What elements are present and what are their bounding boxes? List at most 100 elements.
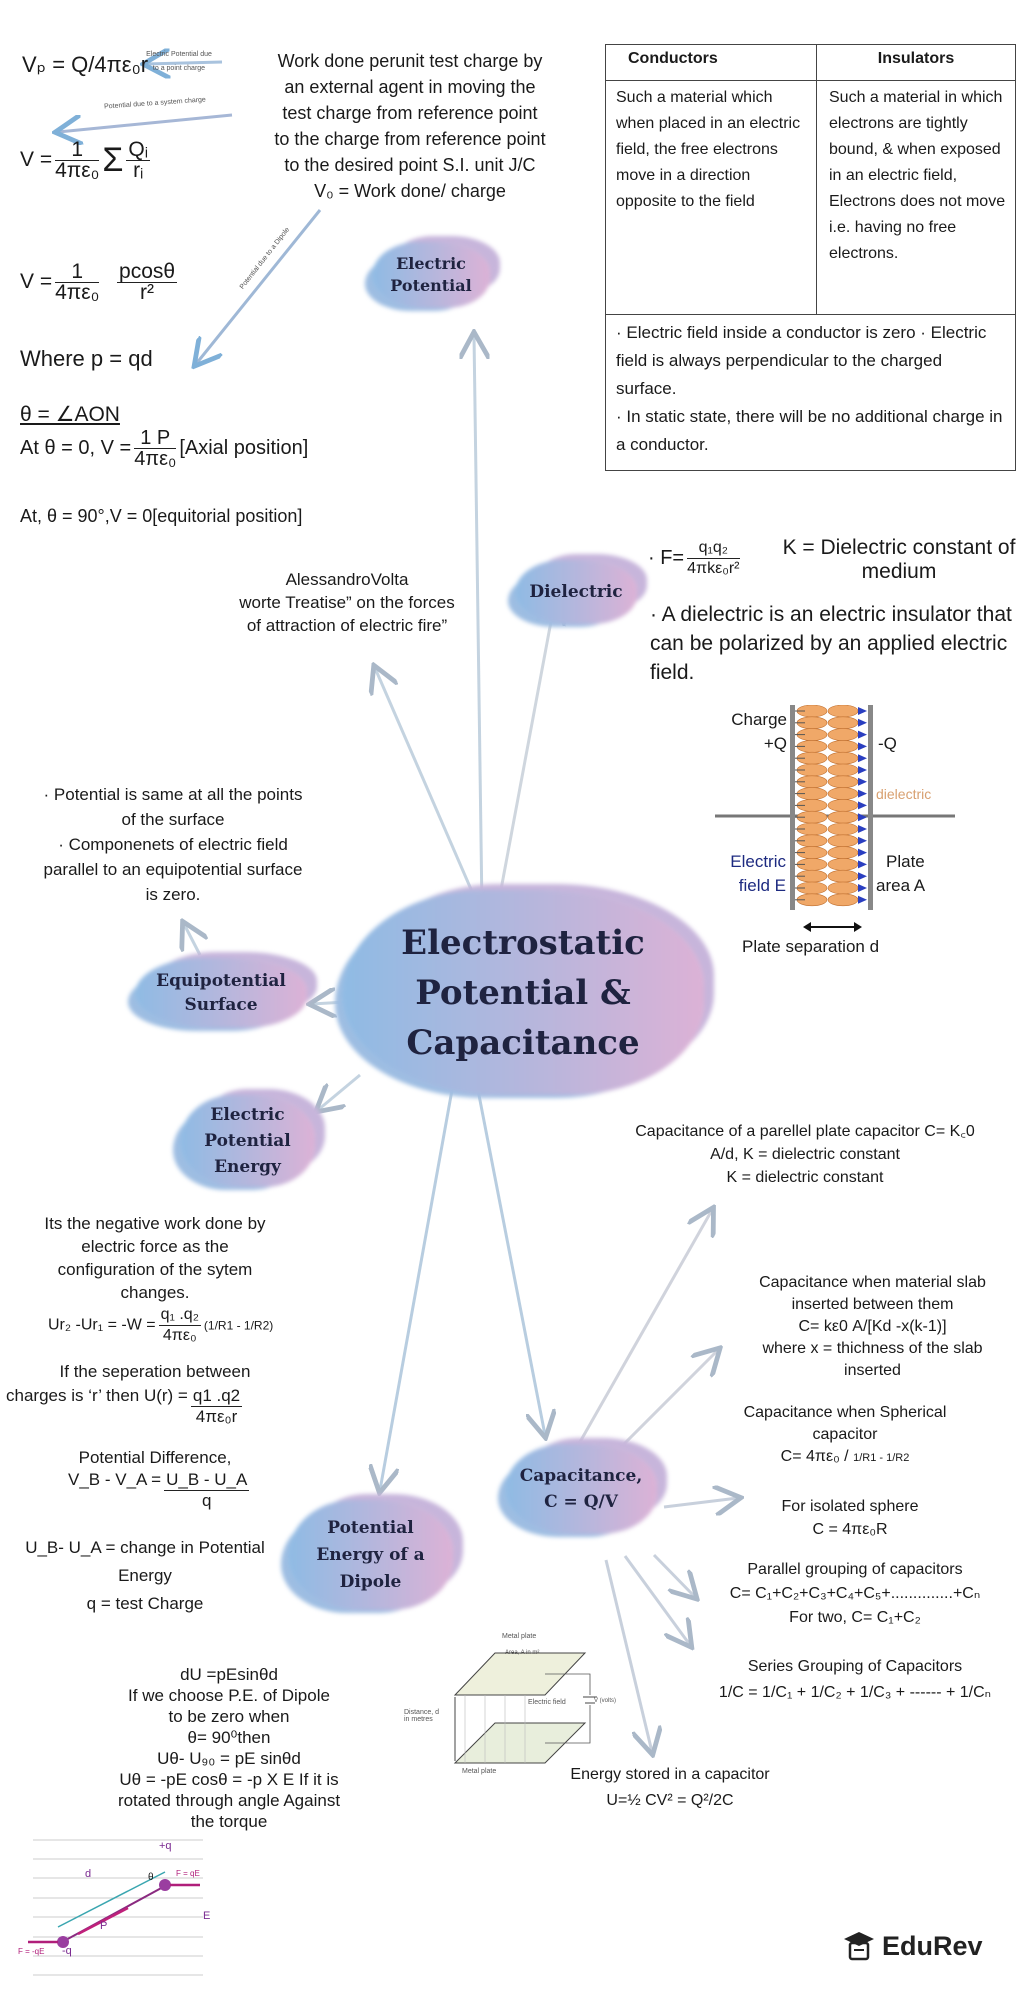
plates-top-label: Metal plate <box>502 1633 537 1640</box>
separation-line: If the seperation between <box>59 1362 251 1381</box>
dielectric-dipole <box>827 893 859 907</box>
field-arrow <box>858 777 867 786</box>
capacitance-node[interactable]: Capacitance,C = Q/V <box>505 1444 657 1534</box>
field-arrow <box>858 836 867 845</box>
arrow-to-parallel-group <box>652 1553 695 1597</box>
dielectric-dipole <box>827 822 859 836</box>
dipole-p: P <box>100 1920 108 1932</box>
field-arrow <box>858 801 867 810</box>
dielectric-definition: · A dielectric is an electric insulator … <box>650 603 1012 684</box>
field-arrow <box>858 789 867 798</box>
field-arrow <box>858 848 867 857</box>
dipole-minus-q: -q <box>62 1945 72 1957</box>
field-arrow <box>858 895 867 904</box>
diagram-minus-q: -Q <box>878 734 897 753</box>
dipole-f-plus: F = qE <box>176 1869 200 1878</box>
diagram-charge: Charge <box>731 710 787 729</box>
conductors-cell: Such a material which when placed in an … <box>605 80 817 315</box>
field-arrow <box>858 813 867 822</box>
plates-distance-label: Distance, d in metres <box>404 1709 440 1723</box>
dipole-e: E <box>203 1910 211 1922</box>
dipole-plus-q: +q <box>159 1840 172 1852</box>
dielectric-dipole <box>827 881 859 895</box>
dipole-d: d <box>85 1868 92 1880</box>
potential-difference-label: Potential Difference, <box>78 1448 232 1467</box>
parallel-plates-diagram <box>453 1652 597 1764</box>
arrow-to-capacitance <box>476 1089 545 1435</box>
diagram-plus-q: +Q <box>763 734 787 753</box>
theta-definition: θ = ∠AON <box>20 403 120 426</box>
field-arrow <box>858 766 867 774</box>
diagram-electric: Electric <box>730 852 786 871</box>
dipole-in-field-diagram <box>28 1839 203 1976</box>
dielectric-dipole <box>827 799 859 812</box>
potential-energy-node[interactable]: Electric Potential Energy <box>180 1095 315 1187</box>
dielectric-dipole <box>827 763 859 777</box>
diagram-separation: Plate separation d <box>742 937 880 956</box>
diagram-area: area A <box>876 876 926 895</box>
field-arrow <box>858 825 867 833</box>
field-arrow <box>858 884 867 892</box>
arrow-point-charge <box>146 62 223 64</box>
dielectric-capacitor-diagram <box>715 705 955 932</box>
dipole-f-minus: F = -qE <box>18 1947 45 1956</box>
dielectric-node[interactable]: Dielectric <box>515 560 637 624</box>
arrow-to-slab <box>622 1350 718 1446</box>
electric-potential-node[interactable]: Electric Potential <box>372 242 490 308</box>
dielectric-constant-definition: K = Dielectric constant of medium <box>782 536 1016 583</box>
field-arrow <box>858 860 867 869</box>
diagram-field-e: field E <box>738 876 786 895</box>
arrow-to-dielectric <box>498 600 555 896</box>
dielectric-dipole <box>827 775 859 789</box>
arrow-to-parallel-plate <box>570 1210 712 1457</box>
field-arrow <box>858 742 867 751</box>
arrow-system-charge <box>58 113 233 132</box>
dielectric-dipole <box>827 728 859 741</box>
dielectric-dipole <box>827 846 859 859</box>
arrow-to-volta <box>375 668 482 911</box>
arrow-to-isolated <box>663 1498 738 1507</box>
dielectric-dipole <box>827 834 859 848</box>
field-arrow <box>858 754 867 763</box>
arrow-dipole-potential <box>196 209 322 364</box>
where-p: Where p = qd <box>20 346 153 371</box>
edurev-logo: EduRev <box>842 1930 983 1962</box>
table-header-insulators: Insulators <box>816 44 1016 81</box>
insulators-cell: Such a material in which electrons are t… <box>816 80 1016 315</box>
equatorial-position: At, θ = 90°,V = 0[equitorial position] <box>20 506 303 526</box>
vp-formula: Vₚ = Q/4πε₀r <box>22 52 149 77</box>
graduation-cap-icon <box>844 1932 874 1961</box>
field-arrow <box>858 872 867 881</box>
field-arrow <box>858 730 867 739</box>
arrow-to-equipotential-notes <box>184 924 200 956</box>
point-charge-label: Electric Potential due to a point charge <box>146 51 212 72</box>
conductor-notes: · Electric field inside a conductor is z… <box>605 314 1016 471</box>
dipole-energy-node[interactable]: Potential Energy of a Dipole <box>288 1500 453 1610</box>
dielectric-dipole <box>827 869 859 883</box>
plates-field-label: Electric field <box>528 1699 566 1706</box>
dielectric-dipole <box>827 705 859 718</box>
diagram-plate: Plate <box>886 852 925 871</box>
arrow-to-energy-stored <box>604 1559 652 1752</box>
dipole-theta: θ <box>148 1872 154 1883</box>
field-arrow <box>858 718 867 727</box>
plates-volts-label: V (volts) <box>594 1698 617 1704</box>
parallel-plate-capacitance: Capacitance of a parellel plate capacito… <box>635 1123 975 1186</box>
equipotential-node[interactable]: Equipotential Surface <box>135 958 307 1028</box>
